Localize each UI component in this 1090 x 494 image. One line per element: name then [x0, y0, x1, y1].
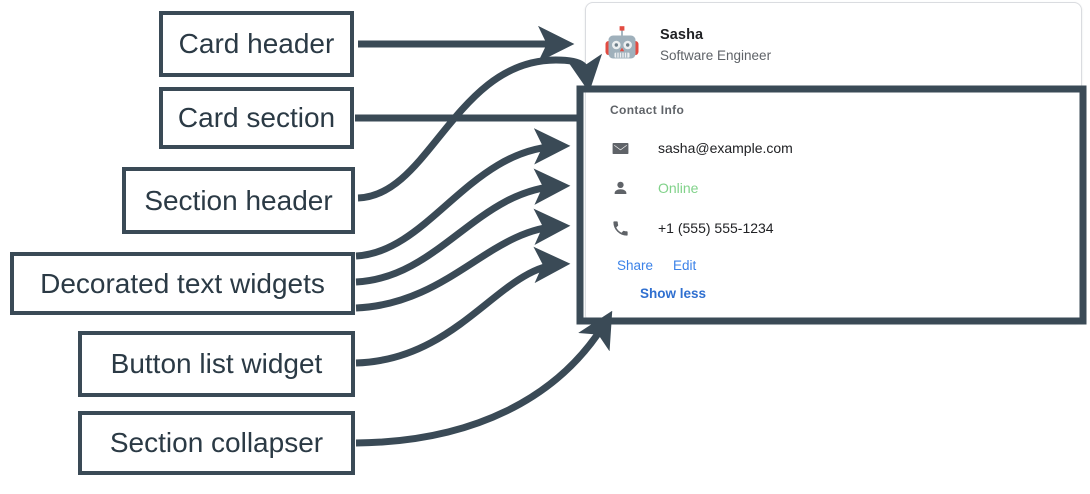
arrow-decorated-text-email — [355, 128, 571, 260]
arrow-section-collapser — [355, 310, 613, 447]
label-decorated-text-widgets: Decorated text widgets — [10, 252, 355, 315]
section-header: Contact Info — [610, 103, 685, 117]
robot-avatar-icon — [600, 23, 644, 67]
email-value: sasha@example.com — [658, 140, 793, 156]
profile-card: Sasha Software Engineer Contact Info sas… — [585, 2, 1082, 323]
decorated-text-widget-status: Online — [610, 174, 1081, 202]
section-collapser: Show less — [634, 282, 1081, 305]
email-icon — [610, 138, 630, 158]
share-button[interactable]: Share — [607, 254, 663, 277]
button-list-widget: Share Edit — [607, 254, 1081, 277]
card-header-text: Sasha Software Engineer — [660, 27, 771, 63]
label-card-section: Card section — [159, 87, 354, 149]
person-icon — [610, 178, 630, 198]
arrow-button-list — [355, 246, 571, 367]
card-header-subtitle: Software Engineer — [660, 48, 772, 63]
phone-icon — [610, 218, 630, 238]
card-section: Contact Info sasha@example.com Online — [586, 87, 1081, 305]
arrow-decorated-text-phone — [355, 208, 571, 312]
status-value: Online — [658, 180, 699, 196]
arrow-section-header — [357, 53, 603, 202]
arrow-decorated-text-status — [355, 168, 571, 286]
label-button-list-widget: Button list widget — [78, 331, 355, 397]
card-header: Sasha Software Engineer — [586, 3, 1081, 87]
edit-button[interactable]: Edit — [663, 254, 706, 277]
decorated-text-widget-phone: +1 (555) 555-1234 — [610, 214, 1081, 242]
label-section-collapser: Section collapser — [78, 411, 355, 475]
label-card-header: Card header — [159, 11, 354, 77]
phone-value: +1 (555) 555-1234 — [658, 220, 774, 236]
label-section-header: Section header — [122, 167, 355, 234]
show-less-button[interactable]: Show less — [634, 282, 712, 305]
decorated-text-widget-email: sasha@example.com — [610, 134, 1081, 162]
card-header-title: Sasha — [660, 27, 704, 43]
